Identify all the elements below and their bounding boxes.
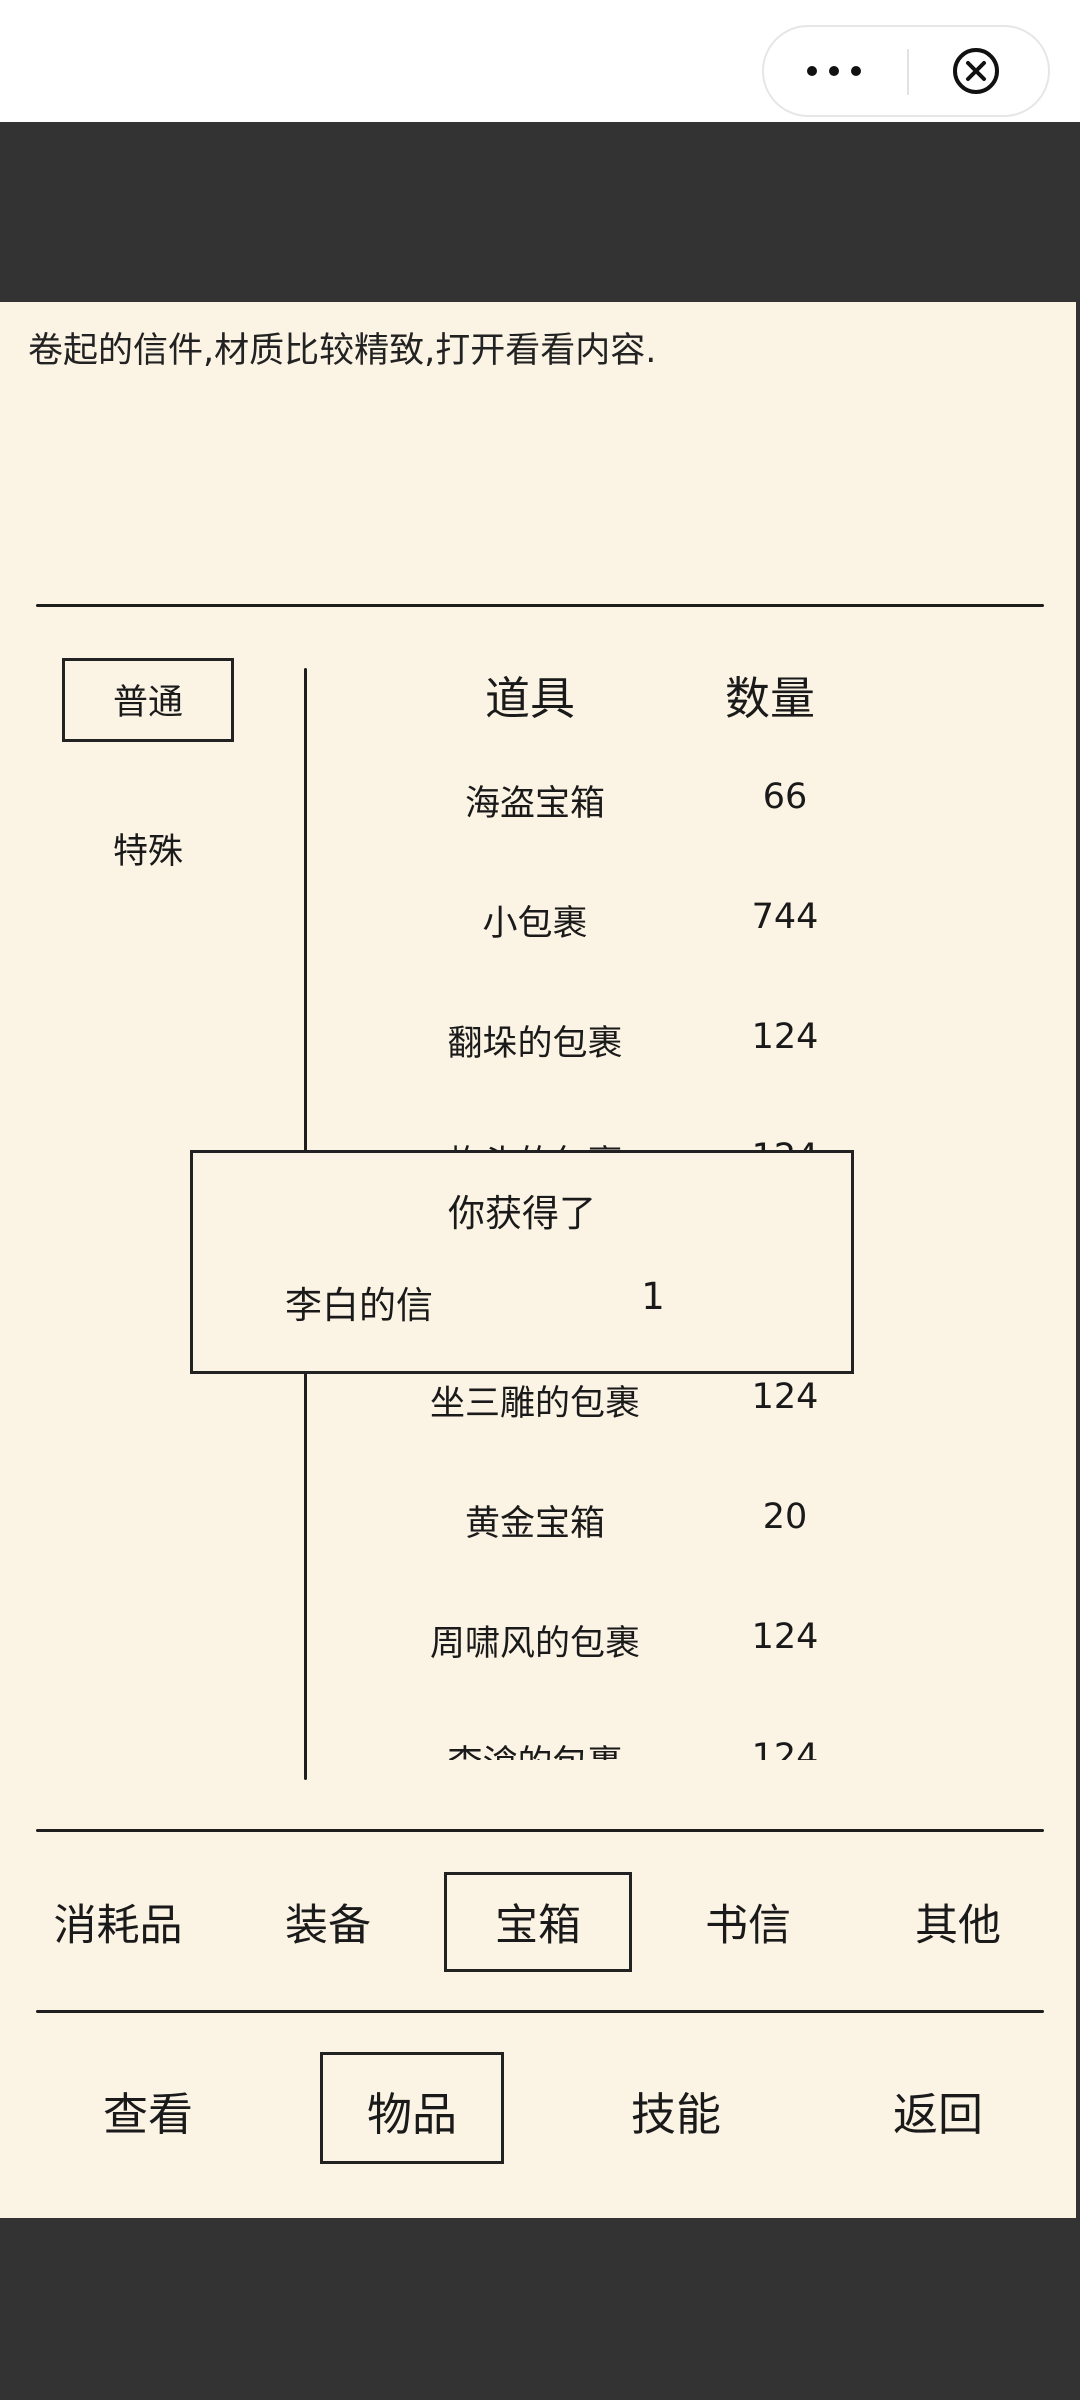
- more-dots-icon[interactable]: [764, 27, 904, 115]
- nav-skills[interactable]: 技能: [630, 2088, 721, 2141]
- nav-items[interactable]: 物品: [366, 2088, 457, 2141]
- item-name: 坐三雕的包裹: [429, 1384, 640, 1424]
- nav-back[interactable]: 返回: [892, 2088, 983, 2141]
- list-item[interactable]: 海盗宝箱 66: [310, 775, 930, 835]
- tab-others[interactable]: 其他: [915, 1901, 1001, 1951]
- list-item[interactable]: 李滄的包裹 124: [310, 1735, 930, 1760]
- bottom-dark-band: [0, 2218, 1080, 2400]
- item-name: 李滄的包裹: [310, 1735, 760, 1760]
- item-name: 周啸风的包裹: [429, 1624, 640, 1664]
- item-name: 黄金宝箱: [464, 1504, 605, 1544]
- list-item[interactable]: 黄金宝箱 20: [310, 1495, 930, 1555]
- item-name: 翻垛的包裹: [447, 1024, 623, 1064]
- item-qty: 124: [751, 1617, 819, 1657]
- capsule-divider: [907, 49, 909, 95]
- item-qty: 66: [762, 777, 808, 817]
- item-qty: 20: [762, 1497, 808, 1537]
- top-dark-band: [0, 122, 1080, 302]
- tab-equipment[interactable]: 装备: [285, 1901, 371, 1951]
- item-qty: 124: [751, 1737, 819, 1760]
- item-qty: 744: [751, 897, 819, 937]
- item-qty: 124: [751, 1377, 819, 1417]
- popup-item-name: 李白的信: [285, 1284, 433, 1327]
- category-special[interactable]: 特殊: [112, 832, 183, 872]
- item-description: 卷起的信件,材质比较精致,打开看看内容.: [28, 331, 657, 371]
- list-item[interactable]: 小包裹 744: [310, 895, 930, 955]
- tab-selected-frame: [444, 1872, 632, 1972]
- header-item: 道具: [484, 672, 575, 725]
- list-item[interactable]: 翻垛的包裹 124: [310, 1015, 930, 1075]
- mini-program-header: [0, 0, 1080, 122]
- tab-letters[interactable]: 书信: [705, 1901, 791, 1951]
- category-selected-frame: [62, 658, 234, 742]
- capsule-menu: [762, 25, 1050, 117]
- close-circle-icon[interactable]: [952, 47, 1000, 95]
- item-qty: 124: [751, 1017, 819, 1057]
- item-name: 海盗宝箱: [464, 784, 605, 824]
- category-normal[interactable]: 普通: [112, 683, 183, 723]
- nav-selected-frame: [320, 2052, 504, 2164]
- popup-title: 你获得了: [448, 1192, 596, 1235]
- divider-top: [36, 604, 1044, 607]
- list-item[interactable]: 坐三雕的包裹 124: [310, 1375, 930, 1435]
- popup-item-qty: 1: [641, 1275, 665, 1318]
- tab-consumables[interactable]: 消耗品: [53, 1901, 183, 1951]
- divider-bottom: [36, 2010, 1044, 2013]
- reward-popup[interactable]: 你获得了 李白的信 1: [190, 1150, 854, 1374]
- header-quantity: 数量: [724, 672, 815, 725]
- tab-chests[interactable]: 宝箱: [495, 1901, 581, 1951]
- nav-view[interactable]: 查看: [102, 2088, 193, 2141]
- item-name: 小包裹: [482, 904, 588, 944]
- divider-middle: [36, 1829, 1044, 1832]
- list-item[interactable]: 周啸风的包裹 124: [310, 1615, 930, 1675]
- right-dark-edge: [1076, 302, 1080, 2218]
